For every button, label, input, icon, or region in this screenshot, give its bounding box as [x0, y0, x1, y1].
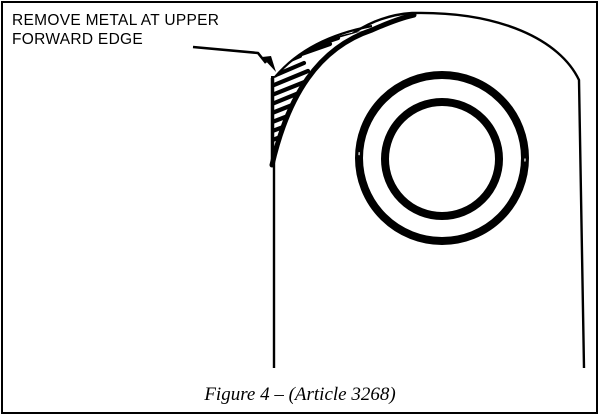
figure-caption: Figure 4 – (Article 3268) — [204, 384, 396, 405]
bushing-ring — [355, 71, 529, 245]
arrow-icon — [192, 45, 276, 72]
hatched-area — [269, 12, 417, 168]
callout-line-1: REMOVE METAL AT UPPER — [12, 12, 220, 29]
callout-line-2: FORWARD EDGE — [12, 31, 144, 48]
callout-label: REMOVE METAL AT UPPER FORWARD EDGE — [12, 11, 219, 49]
